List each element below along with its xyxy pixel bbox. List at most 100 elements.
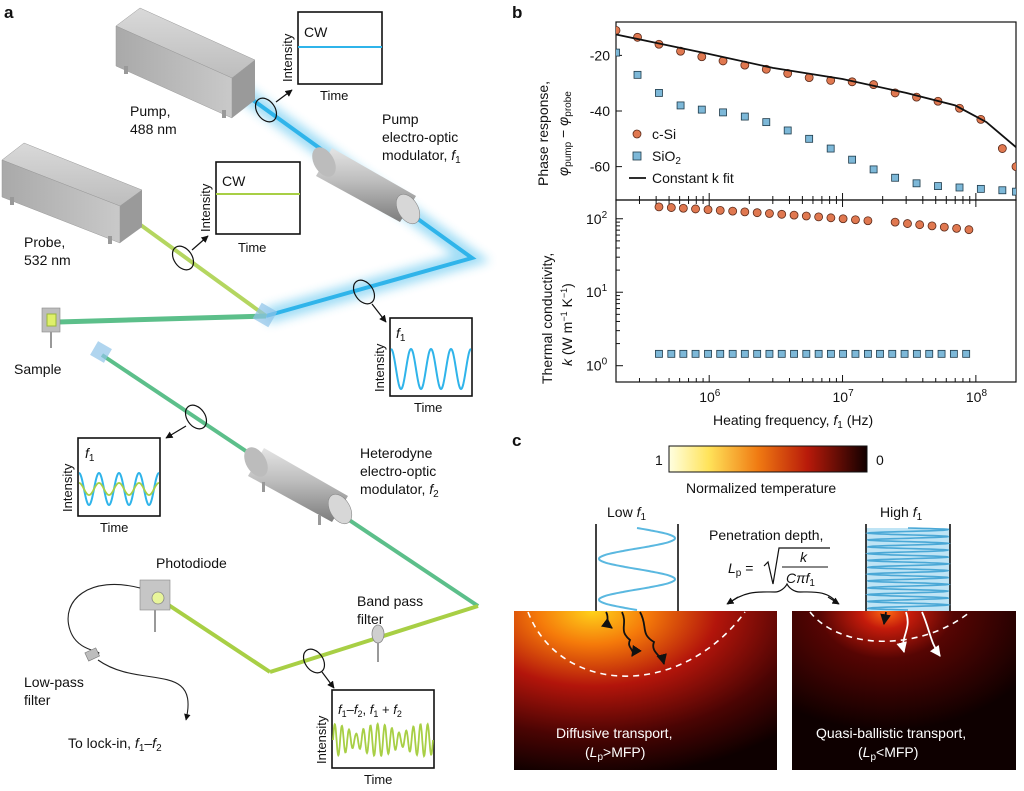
csi-point: [964, 225, 974, 235]
beam-sampling-markers: [165, 89, 387, 689]
sio2-point: [912, 349, 921, 358]
sample-label: Sample: [14, 361, 62, 377]
colorbar: 1 0 Normalized temperature: [655, 445, 884, 496]
csi-point: [1011, 162, 1016, 172]
sio2-point: [934, 182, 942, 190]
heat-arrow-short: [880, 611, 891, 626]
csi-point: [728, 206, 738, 216]
legend-fit: Constant k fit: [652, 170, 734, 186]
pump-beam: [230, 83, 477, 318]
csi-point: [654, 202, 664, 212]
sio2-point: [762, 118, 771, 127]
sio2-point: [728, 349, 737, 358]
penetration-depth-formula: Penetration depth, Lp = k Cπf1: [709, 527, 840, 605]
sio2-point: [616, 48, 620, 57]
sio2-point: [765, 349, 774, 358]
csi-point: [666, 203, 676, 212]
reflected-trace-pump: [78, 471, 160, 507]
csi-point: [678, 203, 688, 213]
csi-point: [838, 214, 848, 224]
sio2-point: [740, 349, 749, 358]
pump-label: Pump,: [130, 103, 170, 119]
sio2-point: [998, 186, 1007, 195]
lowpass-line2: filter: [24, 692, 51, 708]
csi-point: [789, 210, 799, 220]
csi-point: [765, 209, 774, 218]
lowpass-filter-box: [84, 647, 100, 662]
phase-series: [616, 25, 1016, 196]
tc-y-tick-label: 101: [586, 283, 608, 300]
csi-point: [752, 208, 762, 218]
phase-y-ticks: -20-40-60: [590, 47, 622, 175]
inset-reflected-time: Time: [100, 520, 128, 535]
colorbar-min: 0: [876, 452, 884, 468]
inset-reflected-f1-label: f1: [85, 445, 95, 464]
phase-plot: -20-40-60 c-Si SiO2 Constant k fit Phase…: [535, 21, 1017, 201]
sio2-point: [888, 349, 897, 358]
phase-legend: c-Si SiO2 Constant k fit: [629, 126, 734, 186]
csi-point: [863, 216, 873, 226]
phase-ylabel-main: Phase response,: [535, 81, 551, 186]
probe-wavelength: 532 nm: [24, 252, 71, 268]
freq-xlabel: Heating frequency, f1 (Hz): [713, 412, 873, 431]
csi-point: [939, 222, 949, 232]
sio2-point: [633, 70, 642, 79]
tc-y-tick-label: 102: [586, 210, 608, 227]
formula-brace: [727, 582, 839, 605]
sio2-point: [937, 349, 946, 358]
reflected-trace-probe: [78, 482, 160, 496]
inset-probe-cw: CW Intensity Time: [198, 161, 301, 255]
sio2-point: [912, 179, 921, 188]
inset-reflected-f1: f1 Intensity Time: [60, 437, 161, 535]
tc-x-tick-label: 106: [699, 388, 721, 405]
tc-ylabel-unit: k (W m−1 K−1): [559, 283, 575, 366]
phase-y-tick-label: -60: [590, 159, 610, 175]
photodiode-label: Photodiode: [156, 555, 227, 571]
sio2-point: [697, 105, 706, 114]
tc-x-tick-label: 108: [966, 388, 988, 405]
pump-laser: [115, 7, 256, 119]
sio2-point: [719, 108, 727, 117]
sio2-point: [814, 349, 823, 358]
csi-point: [890, 217, 900, 227]
conductivity-series: [654, 202, 974, 358]
lowpass-line1: Low-pass: [24, 674, 84, 690]
tc-x-tick-label: 107: [833, 388, 855, 405]
sio2-point: [655, 89, 663, 97]
inset-reflected-intensity: Intensity: [60, 463, 75, 512]
sio2-point: [704, 349, 712, 358]
csi-point: [927, 221, 937, 231]
diffusive-line2: (Lp>MFP): [585, 744, 645, 763]
inset-modulated-f1: f1 Intensity Time: [372, 317, 473, 415]
inset-beat: f1–f2, f1 + f2 Intensity Time: [314, 689, 435, 787]
phase-ylabel-formula: φpump − φprobe: [555, 91, 574, 176]
legend-sio2: SiO2: [652, 148, 681, 167]
low-frequency-schematic: Low f1 Diffusive transport, (Lp>MFP): [514, 504, 777, 770]
phase-y-tick-label: -40: [590, 103, 610, 119]
het-eom-line1: Heterodyne: [360, 445, 433, 461]
sio2-point: [839, 349, 848, 358]
heat-map-low: [514, 611, 777, 770]
csi-point: [903, 219, 912, 228]
sio2-point: [869, 165, 878, 174]
tc-ylabel-main: Thermal conductivity,: [539, 253, 555, 384]
sio2-point: [805, 134, 814, 143]
inset-f1-time: Time: [414, 400, 442, 415]
fit-line: [616, 33, 1016, 148]
sio2-point: [900, 349, 909, 358]
sio2-point: [676, 101, 685, 110]
diffusive-line1: Diffusive transport,: [556, 725, 672, 741]
sio2-point: [962, 349, 971, 358]
penetration-lhs: Lp =: [728, 560, 753, 579]
csi-point: [715, 205, 725, 215]
legend-csi: c-Si: [652, 126, 676, 142]
inset-pump-intensity: Intensity: [280, 33, 295, 82]
ballistic-arrow-1: [896, 611, 909, 654]
sio2-point: [679, 349, 688, 358]
high-frequency-wave: [865, 527, 951, 611]
sample-holder: [41, 307, 61, 348]
brace-arrow-left: [726, 596, 739, 605]
penetration-contour-low: [527, 611, 746, 677]
sio2-point: [955, 183, 964, 192]
